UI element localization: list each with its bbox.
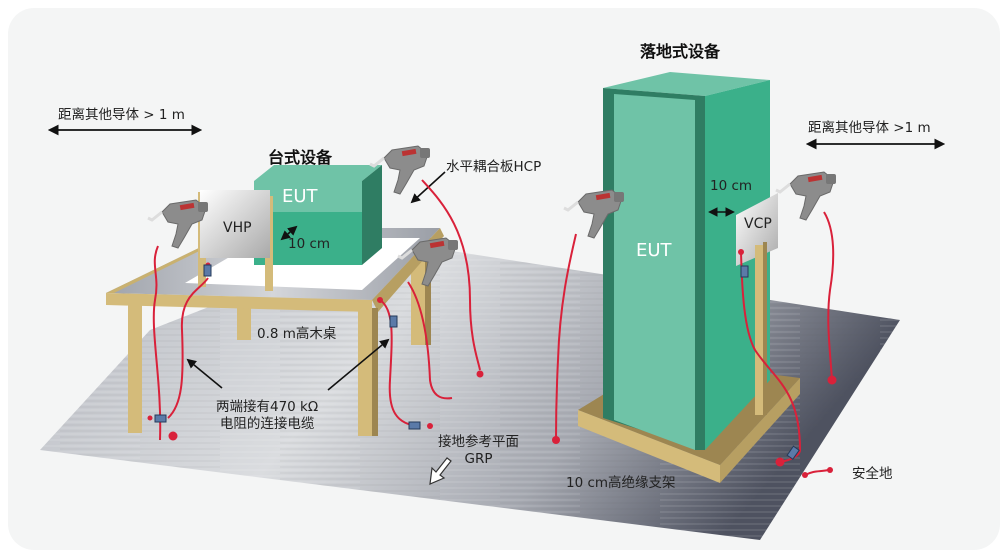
vhp-label: VHP — [223, 220, 252, 236]
eut-table-box — [254, 165, 382, 265]
distance-label-left: 距离其他导体 > 1 m — [58, 107, 185, 123]
cables-floor — [555, 211, 835, 476]
diagram-canvas: 落地式设备 台式设备 距离其他导体 > 1 m 距离其他导体 >1 m 水平耦合… — [8, 8, 1000, 550]
vcp-plate — [736, 193, 778, 415]
hcp-label: 水平耦合板HCP — [446, 159, 542, 175]
grp-label-line2: GRP — [464, 450, 493, 467]
grp-label: 接地参考平面 GRP — [438, 434, 519, 468]
cables-table — [152, 179, 481, 441]
table-height-label: 0.8 m高木桌 — [257, 326, 337, 342]
gap-label-table: 10 cm — [288, 236, 331, 252]
vhp-plate — [198, 190, 273, 291]
grp-arrow — [429, 457, 452, 485]
safety-ground-label: 安全地 — [852, 466, 893, 482]
gap-arrow-table — [280, 225, 298, 241]
resistors-table — [154, 264, 421, 430]
gap-label-floor: 10 cm — [710, 178, 753, 194]
esd-gun-vcp — [774, 170, 838, 222]
cable-label-line2: 电阻的连接电缆 — [219, 415, 315, 432]
ground-points-floor — [552, 249, 837, 478]
cable-pointer-left — [186, 358, 223, 389]
distance-label-right: 距离其他导体 >1 m — [808, 120, 931, 136]
diagram-drawing — [40, 72, 946, 540]
cable-description-label: 两端接有470 kΩ 电阻的连接电缆 — [216, 399, 318, 433]
cable-pointer-right — [327, 338, 390, 391]
grp-label-line1: 接地参考平面 — [438, 434, 519, 450]
title-floor-standing: 落地式设备 — [640, 42, 721, 61]
title-tabletop: 台式设备 — [268, 148, 333, 167]
vcp-label: VCP — [744, 216, 772, 232]
support-label: 10 cm高绝缘支架 — [566, 475, 676, 491]
eut-floor-label: EUT — [636, 240, 672, 261]
eut-table-label: EUT — [282, 186, 318, 207]
resistors-floor — [740, 265, 800, 460]
cable-label-line1: 两端接有470 kΩ — [216, 399, 319, 415]
